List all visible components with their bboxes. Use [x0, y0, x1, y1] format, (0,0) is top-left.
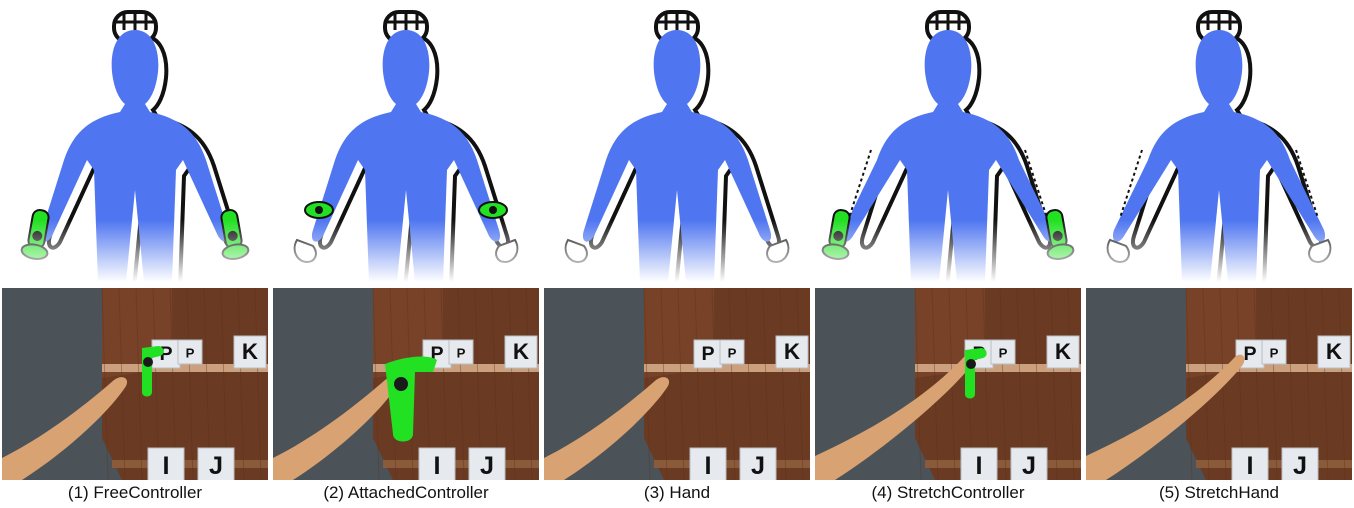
avatar-diagram [544, 0, 810, 282]
svg-text:I: I [163, 452, 170, 480]
svg-text:K: K [513, 339, 529, 364]
cube-p-side: P [991, 340, 1015, 364]
avatar-diagram [815, 0, 1081, 282]
cube-j: J [469, 448, 505, 480]
svg-text:P: P [186, 345, 195, 360]
cube-p-side: P [720, 340, 744, 364]
cube-j: J [1282, 448, 1318, 480]
cube-i: I [961, 448, 997, 480]
cube-p-side: P [1262, 340, 1286, 364]
svg-text:P: P [1270, 345, 1279, 360]
svg-text:K: K [1326, 339, 1342, 364]
cube-i: I [419, 448, 455, 480]
panel-caption: (3) Hand [544, 481, 810, 505]
cube-p: P [694, 340, 722, 368]
cube-k: K [776, 336, 808, 368]
svg-text:I: I [705, 452, 712, 480]
svg-text:P: P [701, 343, 714, 365]
cube-k: K [505, 336, 537, 368]
svg-text:P: P [728, 345, 737, 360]
svg-text:J: J [209, 452, 223, 480]
svg-text:P: P [999, 345, 1008, 360]
cube-p-side: P [449, 340, 473, 364]
cube-p-side: P [178, 340, 202, 364]
panel-caption: (4) StretchController [815, 481, 1081, 505]
cube-k: K [1318, 336, 1350, 368]
cube-k: K [1047, 336, 1079, 368]
cube-i: I [1232, 448, 1268, 480]
avatar-diagram [1086, 0, 1352, 282]
panel-caption: (2) AttachedController [273, 481, 539, 505]
svg-text:I: I [976, 452, 983, 480]
svg-text:J: J [751, 452, 765, 480]
cube-k: K [234, 336, 266, 368]
cube-j: J [1011, 448, 1047, 480]
avatar-diagram [273, 0, 539, 282]
svg-text:I: I [1247, 452, 1254, 480]
panel-caption: (1) FreeController [2, 481, 268, 505]
svg-text:K: K [1055, 339, 1071, 364]
svg-text:P: P [457, 345, 466, 360]
svg-text:P: P [1243, 343, 1256, 365]
svg-text:J: J [1293, 452, 1307, 480]
svg-text:J: J [480, 452, 494, 480]
panel-caption: (5) StretchHand [1086, 481, 1352, 505]
svg-text:I: I [434, 452, 441, 480]
svg-text:J: J [1022, 452, 1036, 480]
cube-i: I [148, 448, 184, 480]
cube-j: J [740, 448, 776, 480]
cube-i: I [690, 448, 726, 480]
avatar-diagram [2, 0, 268, 282]
svg-text:K: K [242, 339, 258, 364]
svg-text:K: K [784, 339, 800, 364]
cube-j: J [198, 448, 234, 480]
